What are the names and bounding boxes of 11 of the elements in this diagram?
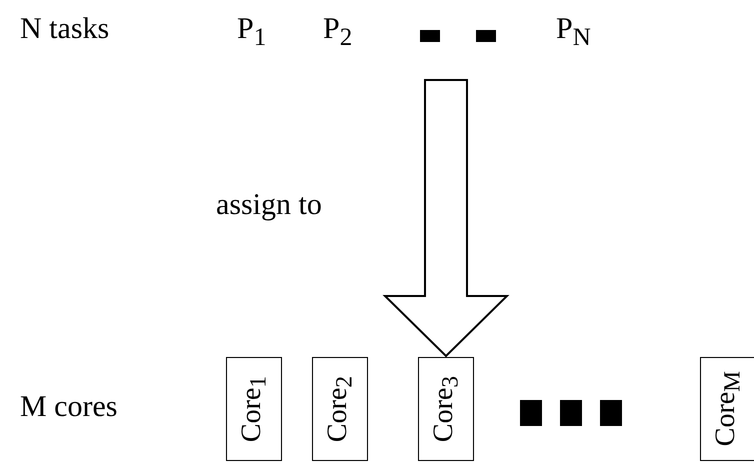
edge-label: assign to (216, 190, 322, 220)
task-label: P$_{N}$ (556, 14, 591, 50)
block-arrow (382, 79, 510, 358)
task-label: P$_{2}$ (323, 14, 352, 50)
row-label: M cores (20, 392, 118, 422)
core-box (418, 357, 474, 461)
row-label: N tasks (20, 14, 110, 44)
core-box (700, 357, 754, 461)
core-box (312, 357, 368, 461)
core-box (226, 357, 282, 461)
task-label: P$_{1}$ (237, 14, 266, 50)
